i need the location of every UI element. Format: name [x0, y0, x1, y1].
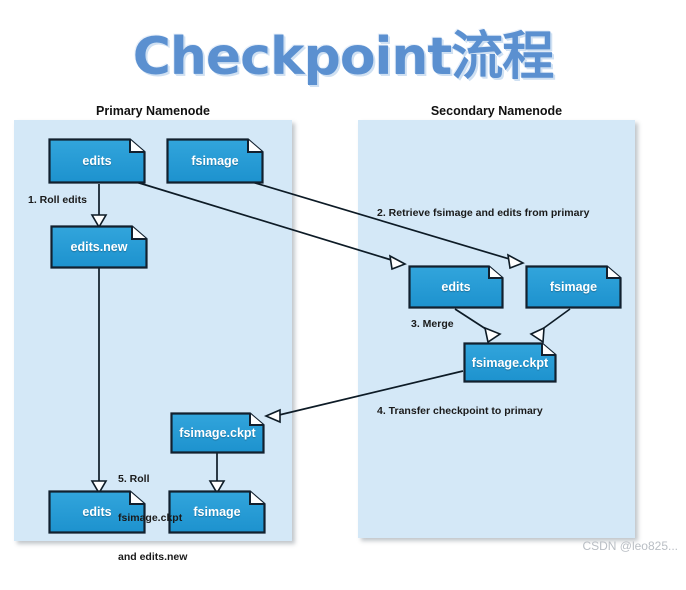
node-secondary-fsimage-ckpt[interactable]: fsimage.ckpt: [463, 342, 557, 383]
page-title: Checkpoint流程: [132, 27, 555, 87]
primary-namenode-title: Primary Namenode: [96, 104, 210, 118]
node-primary-fsimage-top[interactable]: fsimage: [166, 138, 264, 184]
step-label-4-transfer: 4. Transfer checkpoint to primary: [377, 405, 543, 417]
secondary-namenode-panel: [358, 120, 635, 538]
step-label-1-roll-edits: 1. Roll edits: [28, 194, 87, 206]
step-label-5-line3: and edits.new: [118, 551, 188, 563]
watermark-text: CSDN @leo825...: [582, 539, 678, 553]
secondary-namenode-title: Secondary Namenode: [430, 104, 563, 118]
step-label-5-line2: fsimage.ckpt: [118, 512, 183, 524]
step-label-2-retrieve: 2. Retrieve fsimage and edits from prima…: [377, 207, 590, 219]
node-secondary-fsimage[interactable]: fsimage: [525, 265, 622, 309]
step-label-5-roll-ckpt: 5. Roll fsimage.ckpt and edits.new: [118, 447, 187, 590]
diagram-canvas: Checkpoint流程 Primary Namenode Secondary …: [14, 27, 678, 563]
step-label-5-line1: 5. Roll: [118, 473, 150, 485]
step-label-3-merge: 3. Merge: [411, 318, 454, 330]
node-secondary-edits[interactable]: edits: [408, 265, 504, 309]
node-primary-edits-top[interactable]: edits: [48, 138, 146, 184]
node-primary-edits-new[interactable]: edits.new: [50, 225, 148, 269]
